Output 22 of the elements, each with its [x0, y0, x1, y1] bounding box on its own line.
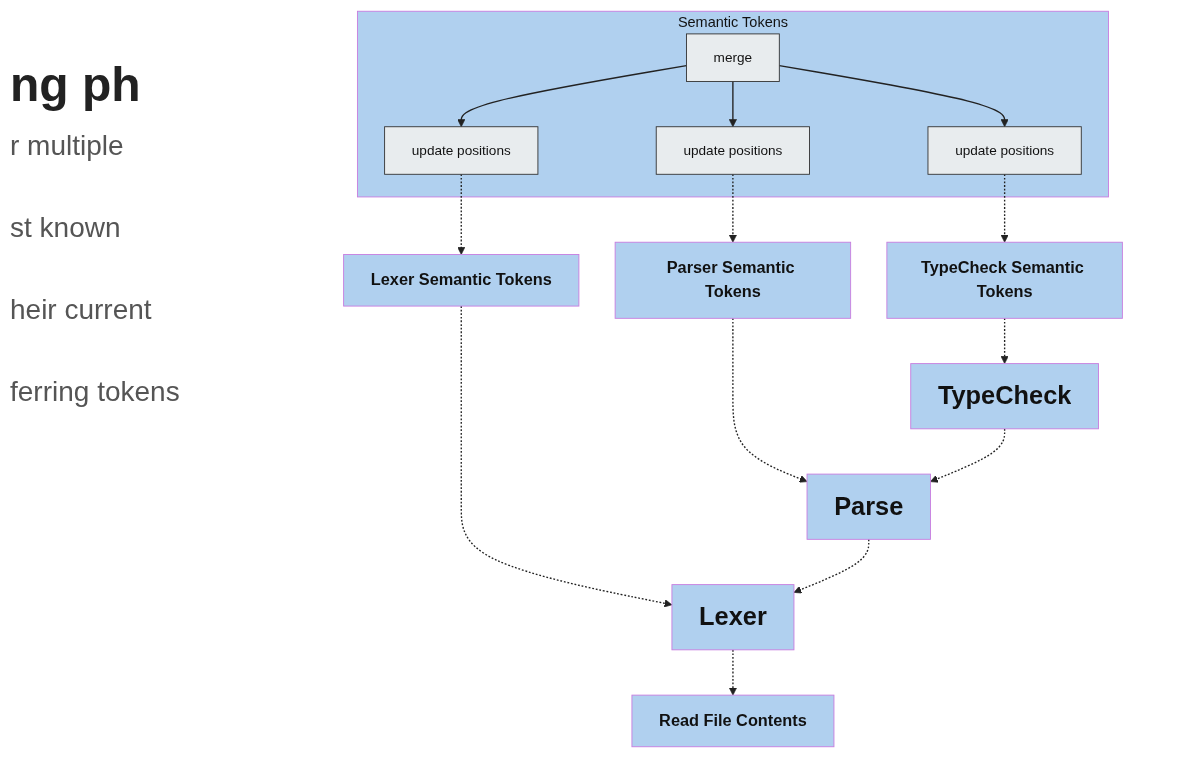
arrow [793, 538, 870, 594]
node-box: merge [686, 33, 780, 82]
node-box: update positions [655, 126, 810, 175]
node-box: update positions [384, 126, 539, 175]
bullet-text: heir current [10, 294, 153, 327]
arrow [778, 64, 1009, 128]
bullet-text: r multiple [10, 130, 125, 163]
node-box: update positions [927, 126, 1082, 175]
node-box: Lexer [671, 584, 795, 651]
node-box: TypeCheck Semantic Tokens [886, 241, 1123, 319]
node-box: TypeCheck [910, 363, 1099, 430]
node-box: Parse [806, 473, 931, 540]
arrow [930, 428, 1006, 483]
arrow [728, 80, 737, 128]
bullet-text: st known [10, 212, 122, 245]
arrow [457, 64, 688, 128]
node-box: Read File Contents [631, 694, 835, 748]
arrow [728, 649, 737, 696]
slide-title: ng ph [10, 60, 142, 111]
bullet-text: ferring tokens [10, 376, 181, 409]
node-box: Parser Semantic Tokens [614, 241, 852, 319]
node-box: Lexer Semantic Tokens [343, 254, 580, 307]
